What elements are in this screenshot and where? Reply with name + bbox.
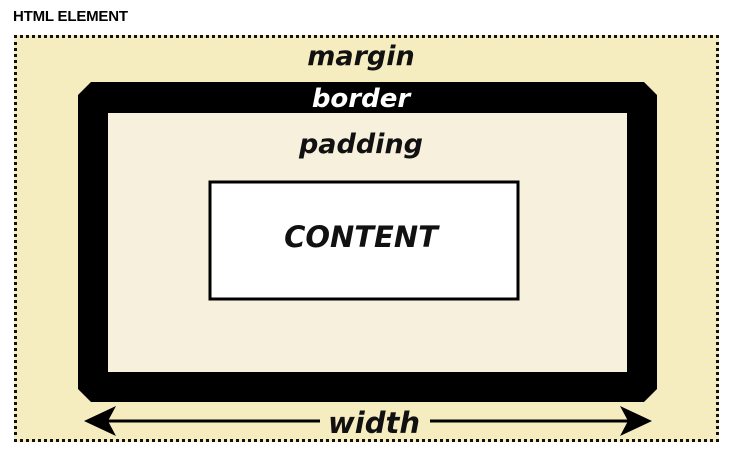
margin-label: margin (307, 41, 414, 72)
width-label: width (328, 406, 420, 440)
content-label: CONTENT (284, 220, 440, 254)
diagram-caption: HTML ELEMENT (13, 8, 128, 25)
width-arrow-right-head (620, 406, 652, 436)
padding-label: padding (298, 129, 423, 160)
width-arrow-left-head (84, 406, 116, 436)
content-box (208, 180, 520, 301)
border-label: border (312, 84, 413, 114)
width-arrow (84, 406, 652, 436)
